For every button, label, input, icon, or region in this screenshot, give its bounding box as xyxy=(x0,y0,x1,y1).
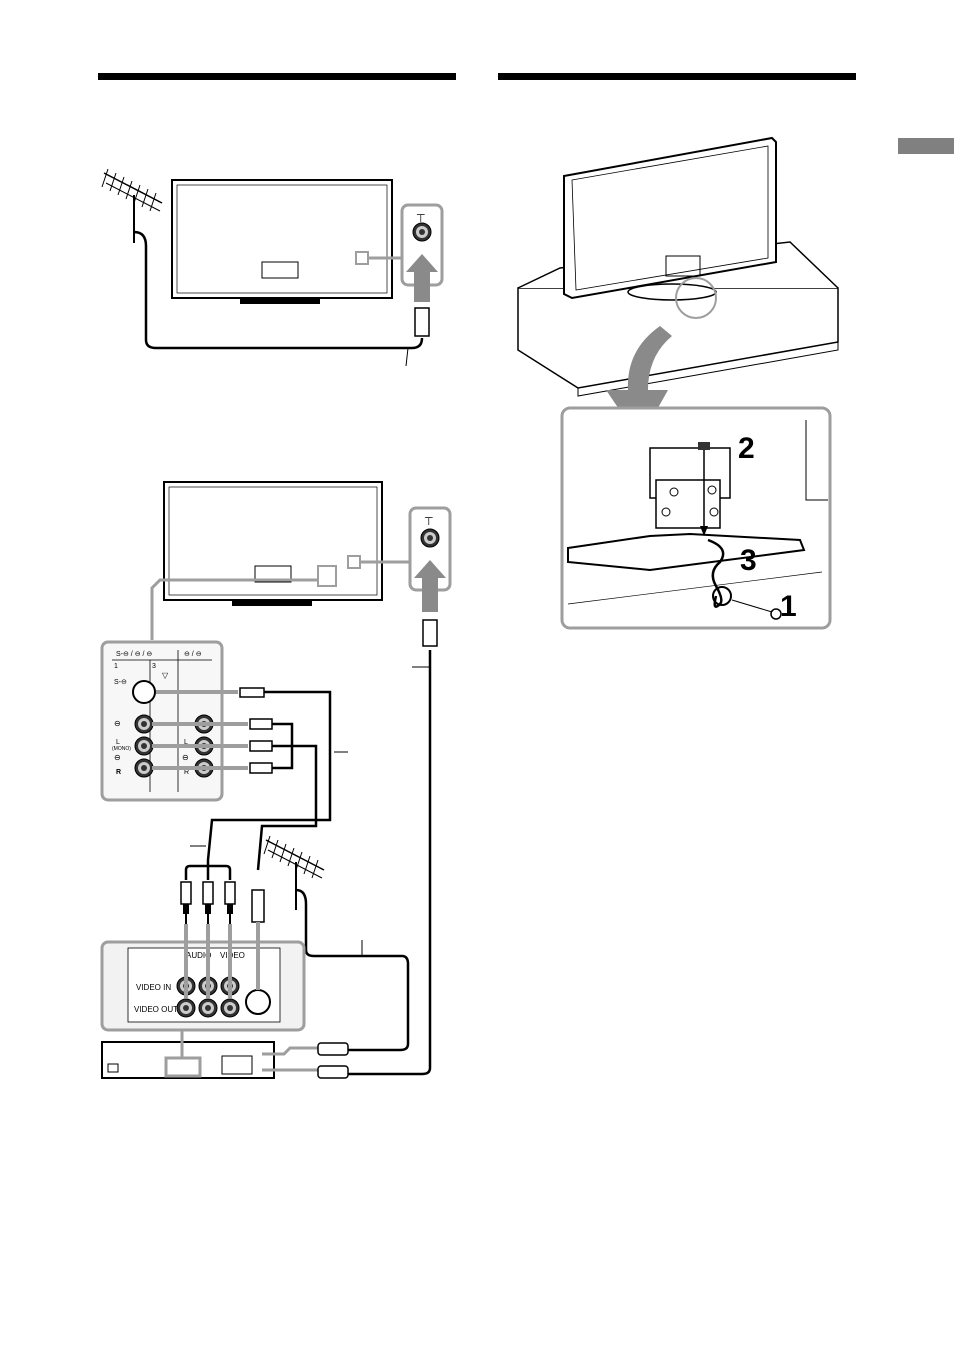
side-tab xyxy=(898,138,954,154)
tv-rear xyxy=(172,180,392,298)
antenna-jack xyxy=(413,223,431,241)
insert-arrow xyxy=(406,254,438,302)
svg-text:VIDEO OUT: VIDEO OUT xyxy=(134,1005,178,1014)
svg-text:S-⊖: S-⊖ xyxy=(114,679,127,686)
antenna-jack-2 xyxy=(421,529,439,547)
header-bar-left xyxy=(98,73,456,80)
svg-text:VIDEO: VIDEO xyxy=(220,951,245,960)
vcr xyxy=(102,1042,274,1078)
svg-text:R: R xyxy=(184,769,189,776)
svg-text:⊖: ⊖ xyxy=(182,753,189,762)
svg-text:R: R xyxy=(116,769,121,776)
step-3-label: 3 xyxy=(740,544,757,577)
svg-text:L: L xyxy=(116,739,120,746)
step-1-label: 1 xyxy=(780,590,797,623)
svg-text:VIDEO IN: VIDEO IN xyxy=(136,983,171,992)
svg-text:3: 3 xyxy=(152,663,156,670)
diagram-vcr-connection: ⊤ S-⊖ / ⊖ / ⊖ ⊖ / ⊖ 1 3 S-⊖ ▽ ⊖ L (MONO)… xyxy=(102,482,450,1078)
diagram-stand-securing: 1 2 3 xyxy=(518,138,838,628)
antenna-icon-2 xyxy=(264,836,324,910)
svg-text:S-⊖ / ⊖ / ⊖: S-⊖ / ⊖ / ⊖ xyxy=(116,651,152,658)
svg-text:(MONO): (MONO) xyxy=(112,746,131,752)
svg-text:⊖: ⊖ xyxy=(114,753,121,762)
svg-text:⊖: ⊖ xyxy=(114,719,121,728)
svg-text:⊤: ⊤ xyxy=(424,516,434,528)
antenna-icon xyxy=(102,169,162,243)
step-2-label: 2 xyxy=(738,432,755,465)
svg-text:⊖ / ⊖: ⊖ / ⊖ xyxy=(184,651,202,658)
cable-leader xyxy=(406,348,408,366)
header-bar-right xyxy=(498,73,856,80)
diagram-antenna-connection: ⊤ xyxy=(102,169,442,366)
svg-text:1: 1 xyxy=(114,663,118,670)
svg-text:▽: ▽ xyxy=(162,671,169,680)
